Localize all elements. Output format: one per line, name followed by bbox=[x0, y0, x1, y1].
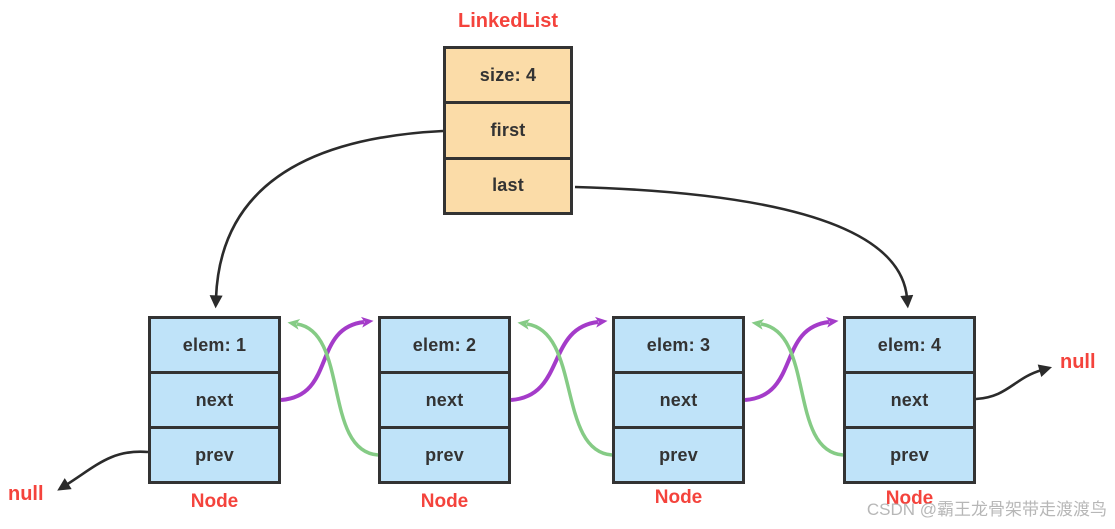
prev-pointer-arrow-3 bbox=[517, 319, 613, 457]
linkedlist-first-cell: first bbox=[446, 101, 570, 156]
node-2-prev-cell: prev bbox=[381, 426, 508, 481]
node-4-prev-cell: prev bbox=[846, 426, 973, 481]
node-1-elem-cell: elem: 1 bbox=[182, 334, 247, 355]
node-2-next-cell: next bbox=[381, 371, 508, 426]
next-pointer-arrow-1 bbox=[280, 316, 374, 402]
linkedlist-box: size: 4 first last bbox=[443, 46, 573, 215]
next-null-arrow bbox=[975, 364, 1052, 401]
node-4-box: elem: 4 next prev bbox=[843, 316, 976, 484]
node-1-label: Node bbox=[190, 491, 239, 512]
node-1-prev-cell: prev bbox=[151, 426, 278, 481]
node-3-label: Node bbox=[654, 487, 703, 508]
linkedlist-last-cell: last bbox=[446, 156, 570, 212]
node-2-label: Node bbox=[420, 491, 469, 512]
last-pointer-arrow bbox=[574, 185, 914, 309]
node-2-box: elem: 2 next prev bbox=[378, 316, 511, 484]
watermark-text: CSDN @霸王龙骨架带走渡渡鸟 bbox=[866, 500, 1107, 519]
node-3-box: elem: 3 next prev bbox=[612, 316, 745, 484]
null-label-right: null bbox=[1060, 351, 1096, 373]
node-1-next-cell: next bbox=[151, 371, 278, 426]
prev-pointer-arrow-2 bbox=[287, 319, 379, 457]
next-pointer-arrow-3 bbox=[744, 316, 839, 402]
node-3-next-cell: next bbox=[615, 371, 742, 426]
node-4-next-cell: next bbox=[846, 371, 973, 426]
node-4-elem-cell: elem: 4 bbox=[877, 334, 942, 355]
node-3-prev-cell: prev bbox=[615, 426, 742, 481]
prev-pointer-arrow-4 bbox=[751, 319, 844, 457]
node-2-elem-cell: elem: 2 bbox=[412, 334, 477, 355]
next-pointer-arrow-2 bbox=[510, 316, 608, 402]
node-3-elem-cell: elem: 3 bbox=[646, 334, 711, 355]
node-1-box: elem: 1 next prev bbox=[148, 316, 281, 484]
prev-null-arrow bbox=[57, 450, 149, 491]
null-label-left: null bbox=[8, 483, 44, 505]
node-4-label: Node bbox=[885, 488, 934, 509]
linkedlist-title: LinkedList bbox=[457, 10, 558, 32]
first-pointer-arrow bbox=[209, 129, 444, 309]
linkedlist-size-cell: size: 4 bbox=[479, 64, 537, 85]
